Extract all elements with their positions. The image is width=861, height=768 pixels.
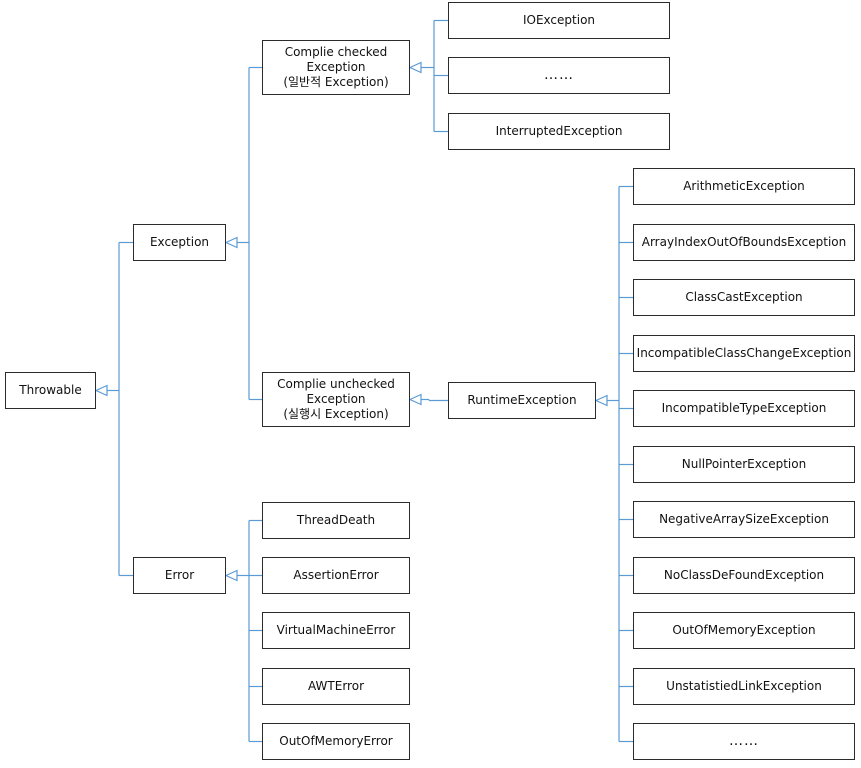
node-unchecked-exception: Complie unchecked Exception (실행시 Excepti… — [262, 372, 410, 427]
unchecked-connector-arrowhead — [408, 393, 422, 406]
node-negativearraysizeexception: NegativeArraySizeException — [633, 501, 855, 538]
node-assertionerror: AssertionError — [262, 557, 410, 594]
node-arrayindexoutofboundsexception: ArrayIndexOutOfBoundsException — [633, 224, 855, 261]
node-unstatistiedlinkexception: UnstatistiedLinkException — [633, 668, 855, 705]
node-exception: Exception — [133, 224, 226, 261]
node-outofmemoryerror: OutOfMemoryError — [262, 723, 410, 760]
node-error: Error — [133, 557, 226, 594]
node-awterror: AWTError — [262, 668, 410, 705]
node-nullpointerexception: NullPointerException — [633, 446, 855, 483]
node-interruptedexception: InterruptedException — [448, 113, 670, 150]
node-checked-ellipsis: …… — [448, 57, 670, 94]
checked-connector-arrowhead — [408, 61, 422, 74]
runtime-connector-arrowhead — [594, 394, 608, 407]
node-checked-exception: Complie checked Exception (일반적 Exception… — [262, 40, 410, 95]
throwable-connector-arrowhead — [94, 384, 108, 397]
node-arithmeticexception: ArithmeticException — [633, 168, 855, 205]
node-virtualmachineerror: VirtualMachineError — [262, 612, 410, 649]
node-classcastexception: ClassCastException — [633, 279, 855, 316]
node-incompatibletypeexception: IncompatibleTypeException — [633, 390, 855, 427]
error-connector-arrowhead — [224, 569, 238, 582]
node-threaddeath: ThreadDeath — [262, 502, 410, 539]
node-runtimeexception: RuntimeException — [448, 382, 596, 419]
exception-connector-arrowhead — [224, 236, 238, 249]
node-runtime-ellipsis: …… — [633, 723, 855, 760]
node-noclassdefoundexception: NoClassDeFoundException — [633, 557, 855, 594]
node-incompatibleclasschangeexception: IncompatibleClassChangeException — [633, 335, 855, 372]
node-outofmemoryexception: OutOfMemoryException — [633, 612, 855, 649]
node-ioexception: IOException — [448, 2, 670, 39]
node-throwable: Throwable — [5, 372, 96, 409]
